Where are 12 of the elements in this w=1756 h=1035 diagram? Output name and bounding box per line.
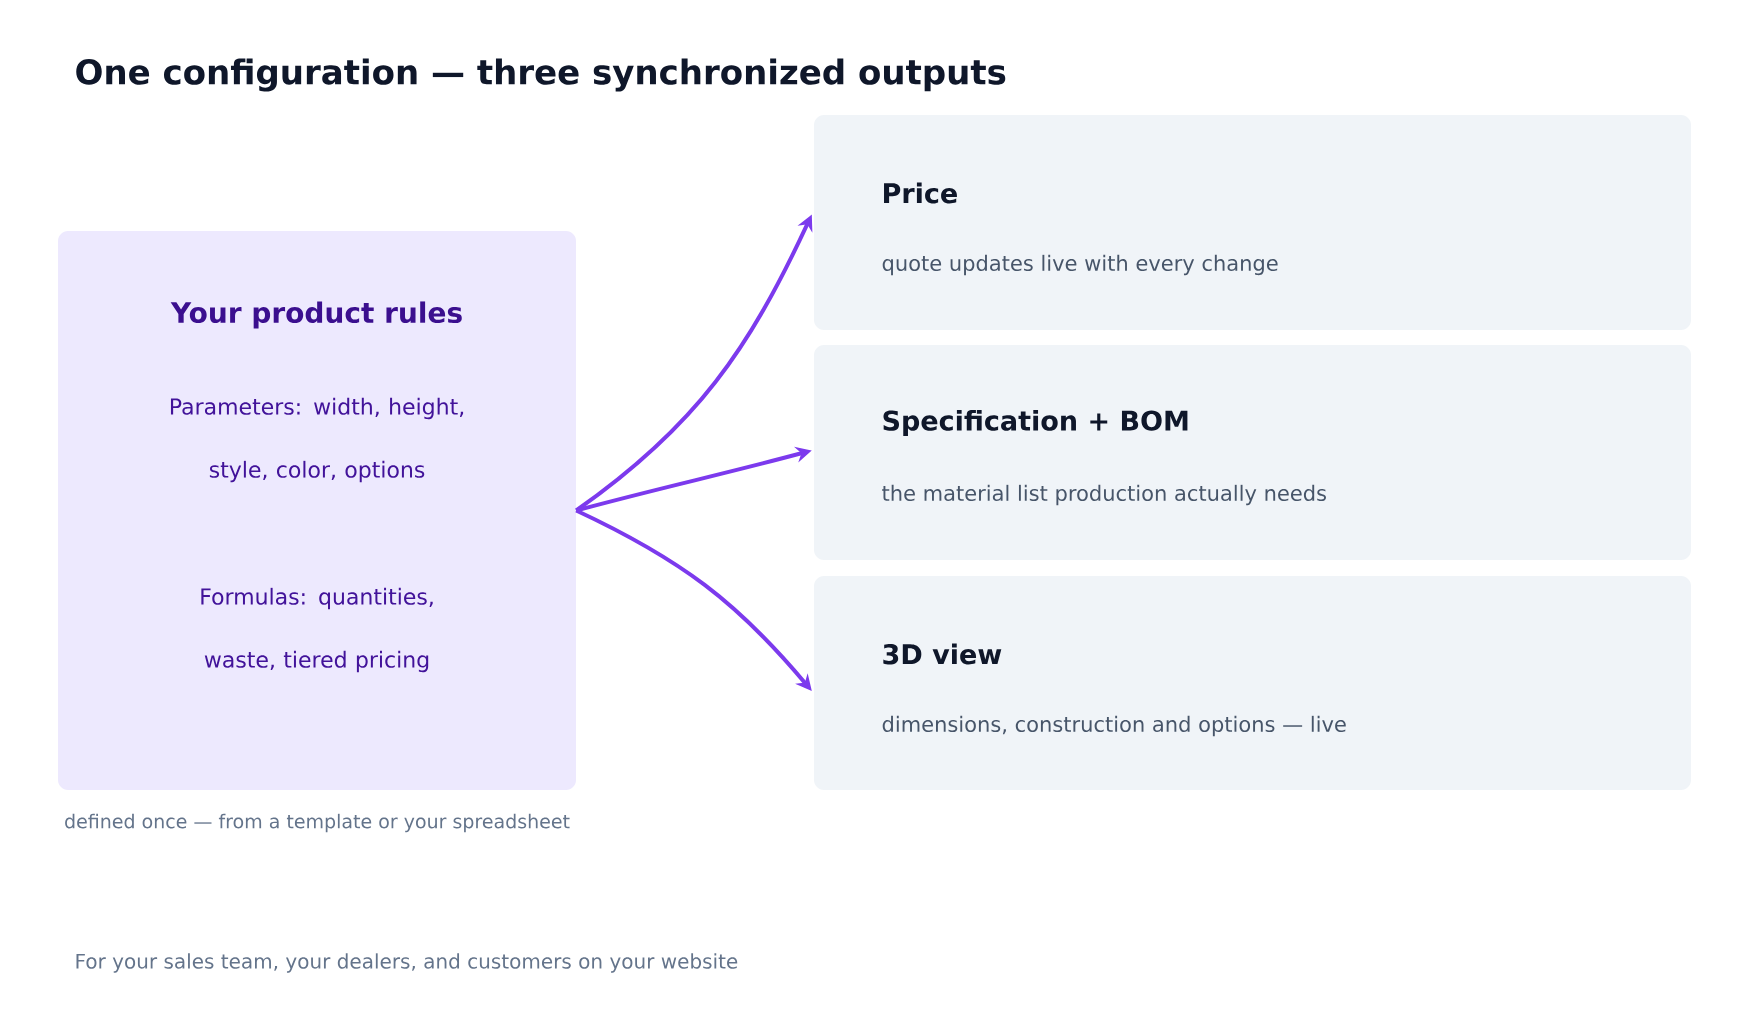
card-text: Parameters: width, height, style, color, options bbox=[170, 397, 464, 483]
card-text: the material list production actually needs bbox=[882, 484, 1326, 506]
footer-note: For your sales team, your dealers, and customers on your website bbox=[76, 953, 738, 973]
card-text: quote updates live with every change bbox=[882, 254, 1278, 276]
card-heading: Your product rules bbox=[170, 301, 462, 329]
card-text: Formulas: quantities, waste, tiered pricing bbox=[201, 587, 433, 673]
title: One configuration — three synchronized outputs bbox=[76, 58, 1006, 92]
card-heading: Price bbox=[884, 182, 957, 204]
card-heading: 3D view bbox=[883, 643, 1002, 665]
card-text: dimensions, construction and options — live bbox=[882, 715, 1346, 737]
card-heading: Specification + BOM bbox=[883, 409, 1188, 437]
card-caption: defined once — from a template or your spreadsheet bbox=[65, 813, 570, 833]
